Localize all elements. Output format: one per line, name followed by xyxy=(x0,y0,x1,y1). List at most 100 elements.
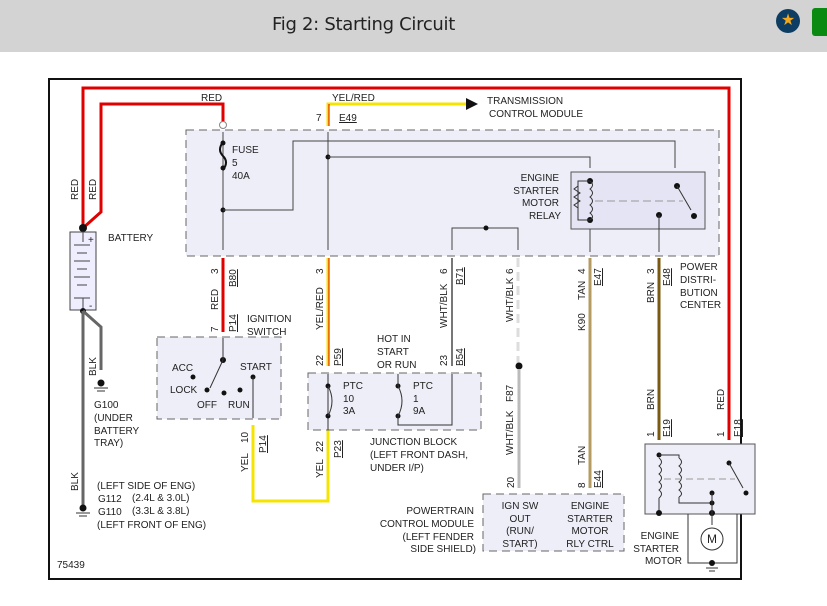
splice-circuit: F87 xyxy=(505,384,516,402)
pcm-out-line4: RLY CTRL xyxy=(566,539,614,550)
star-icon[interactable]: ★ xyxy=(776,9,800,33)
g110-label: G110 xyxy=(98,507,122,518)
starter-line1: ENGINE xyxy=(641,531,680,542)
wire-color-label: RED xyxy=(716,389,727,410)
diagram-frame xyxy=(48,78,742,580)
pcm-line1: POWERTRAIN xyxy=(406,506,474,517)
g112-label: G112 xyxy=(98,494,122,505)
wire-color-label: BRN xyxy=(646,389,657,410)
starter-switch-icon xyxy=(728,462,744,489)
pdc-conn: B80 xyxy=(228,269,239,287)
pdc-pin: 3 xyxy=(646,268,657,274)
ign-lock: LOCK xyxy=(170,385,198,396)
starter-motor-icon xyxy=(700,527,724,551)
wire-color-label: WHT/BLK xyxy=(439,283,450,328)
pcm-line3: (LEFT FENDER xyxy=(403,532,475,543)
battery-plus: + xyxy=(88,235,94,246)
battery-minus: - xyxy=(89,301,92,312)
ign-acc: ACC xyxy=(172,363,193,374)
ptc1-label: PTC xyxy=(343,381,363,392)
wire-yel-red-tcm xyxy=(326,102,468,126)
pcm-in-line1: IGN SW xyxy=(502,501,539,512)
page-title: Fig 2: Starting Circuit xyxy=(272,14,455,35)
ign-off: OFF xyxy=(197,400,217,411)
ptc-1-icon xyxy=(397,385,403,417)
ign-line2: SWITCH xyxy=(247,327,286,338)
wire-yel-loop xyxy=(251,425,330,503)
pcm-box xyxy=(482,493,625,552)
relay-line3: MOTOR xyxy=(522,198,559,209)
pcm-in-line2: OUT xyxy=(509,514,530,525)
pdc-pin: 3 xyxy=(315,268,326,274)
jb-pin-left: 22 xyxy=(315,354,326,366)
wire-color-label: YEL xyxy=(240,453,251,472)
g100-line1: G100 xyxy=(94,400,119,411)
jb-bottom-conn: P23 xyxy=(333,440,344,458)
starter-pin-left: 1 xyxy=(646,431,657,437)
pcm-line2: CONTROL MODULE xyxy=(380,519,474,530)
pcm-in-line3: (RUN/ xyxy=(506,526,534,537)
pcm-conn-right: E44 xyxy=(593,470,604,488)
ptc2-number: 1 xyxy=(413,394,419,405)
wire-color-label: RED xyxy=(210,289,221,310)
wire-color-label: WHT/BLK xyxy=(505,410,516,455)
fuse-label: FUSE xyxy=(232,145,259,156)
wire-blk-g100 xyxy=(82,309,103,370)
ign-line1: IGNITION xyxy=(247,314,291,325)
tcm-pin: 7 xyxy=(316,113,322,124)
pdc-line2: DISTRI- xyxy=(680,275,716,286)
wire-color-label: WHT/BLK xyxy=(505,277,516,322)
pcm-pin-left: 20 xyxy=(506,476,517,488)
pdc-line1: POWER xyxy=(680,262,718,273)
relay-switch-icon xyxy=(676,185,692,211)
wire-color-label: YEL xyxy=(315,459,326,478)
pcm-pin-right: 8 xyxy=(577,482,588,488)
fuse-number: 5 xyxy=(232,158,238,169)
pcm-out-line2: STARTER xyxy=(567,514,613,525)
relay-line4: RELAY xyxy=(529,211,561,222)
pcm-in-line4: START) xyxy=(502,539,537,550)
starter-line3: MOTOR xyxy=(645,556,682,567)
fuse-icon xyxy=(219,141,227,171)
ign-start: START xyxy=(240,362,272,373)
fuse-terminal xyxy=(219,121,227,129)
ign-top-conn: P14 xyxy=(228,314,239,332)
jb-conn-left: P59 xyxy=(333,348,344,366)
wire-color-label: YEL/RED xyxy=(315,287,326,330)
ptc1-rating: 3A xyxy=(343,406,356,417)
tcm-conn: E49 xyxy=(339,113,357,124)
starter-conn-right: E18 xyxy=(733,419,744,437)
label-red-1: RED xyxy=(70,179,81,200)
wire-color-label: TAN xyxy=(577,446,588,465)
ptc1-number: 10 xyxy=(343,394,355,405)
green-action-button[interactable] xyxy=(812,8,827,36)
jb-line1: JUNCTION BLOCK xyxy=(370,437,458,448)
starter-line2: STARTER xyxy=(633,544,679,555)
pcm-out-line1: ENGINE xyxy=(571,501,610,512)
label-red-2: RED xyxy=(88,179,99,200)
eng-ground-line1: (LEFT SIDE OF ENG) xyxy=(97,481,195,492)
wire-circuit-label: K90 xyxy=(577,313,588,331)
starter-conn-left: E19 xyxy=(662,419,673,437)
ground-engine-icon xyxy=(76,504,90,517)
label-red-top: RED xyxy=(201,93,222,104)
wire-red-main xyxy=(81,86,731,440)
jb-line2: (LEFT FRONT DASH, xyxy=(370,450,468,461)
pdc-conn: E47 xyxy=(593,268,604,286)
pdc-pin: 6 xyxy=(439,268,450,274)
relay-line1: ENGINE xyxy=(521,173,560,184)
jb-conn-right: B54 xyxy=(455,348,466,366)
pcm-line4: SIDE SHIELD) xyxy=(410,544,476,555)
splice-node xyxy=(515,362,523,370)
wire-color-label: TAN xyxy=(577,281,588,300)
jb-bottom-pin: 22 xyxy=(315,440,326,452)
pcm-out-line3: MOTOR xyxy=(571,526,608,537)
g112-note: (2.4L & 3.0L) xyxy=(132,493,189,504)
relay-coil-icon xyxy=(589,180,593,221)
g110-note: (3.3L & 3.8L) xyxy=(132,506,189,517)
relay-line2: STARTER xyxy=(513,186,559,197)
pdc-relay-switch-feed xyxy=(223,140,676,211)
battery-positive-node xyxy=(79,224,87,232)
pdc-pin: 6 xyxy=(505,268,516,274)
